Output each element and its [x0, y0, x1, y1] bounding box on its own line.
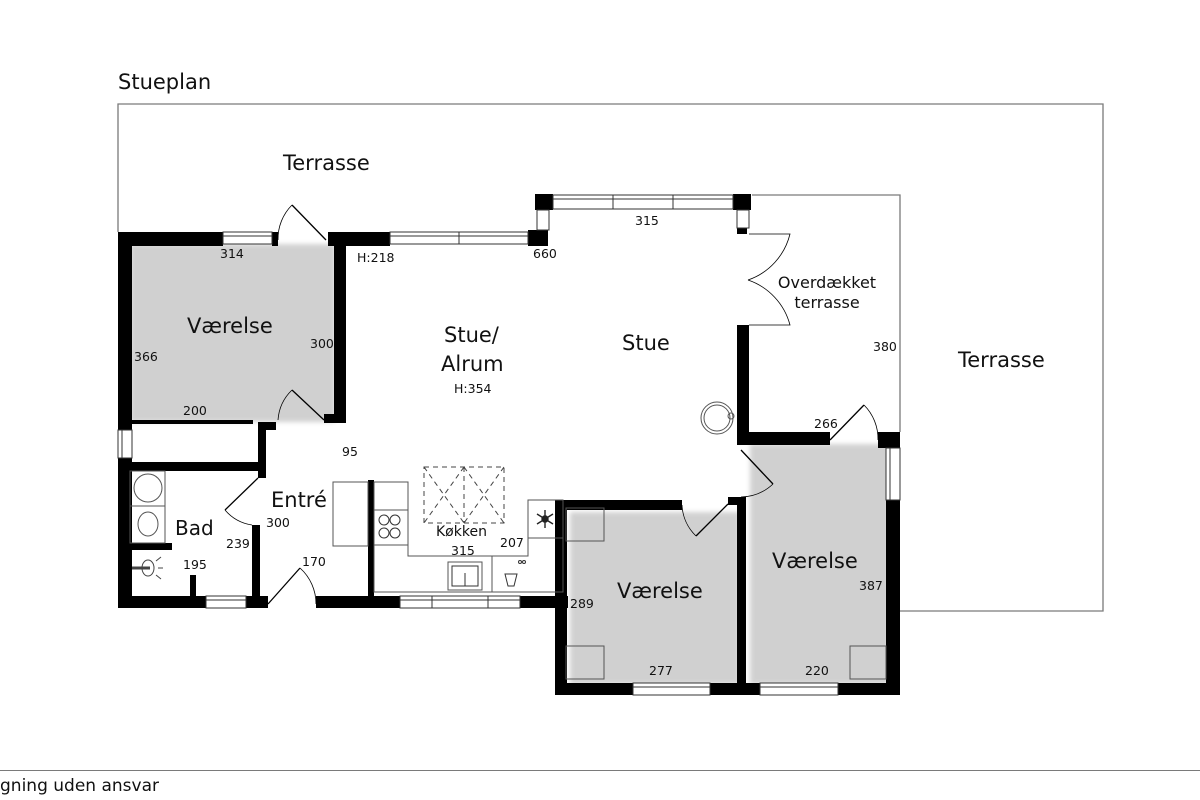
dimension-315-top: 315 [635, 213, 659, 228]
kitchen-fixtures [129, 401, 887, 680]
footer-divider [0, 770, 1200, 771]
ceiling-height-stue-alrum: H:354 [454, 381, 492, 396]
dimension-366: 366 [134, 349, 158, 364]
dimension-170: 170 [302, 554, 326, 569]
room-label-overdaekket-terrasse: Overdækket terrasse [772, 273, 882, 313]
sink-icon [451, 565, 479, 587]
windows [117, 194, 901, 696]
room-label-vaerelse-s: Værelse [617, 579, 703, 603]
room-label-stue: Stue [622, 331, 670, 355]
dimension-380: 380 [873, 339, 897, 354]
room-label-vaerelse-se: Værelse [772, 549, 858, 573]
doors [224, 204, 879, 605]
dimension-660: 660 [533, 246, 557, 261]
room-label-terrasse-right: Terrasse [958, 348, 1045, 372]
dimension-207: 207 [500, 535, 524, 550]
freezer-icon [536, 510, 554, 528]
dimension-200: 200 [183, 403, 207, 418]
room-label-entre: Entré [271, 488, 327, 512]
room-label-terrasse-top: Terrasse [283, 151, 370, 175]
skylight-icon [423, 466, 505, 524]
room-label-overdaekket-line1: Overdækket [777, 273, 877, 292]
room-label-stue-alrum-line1: Stue/ [444, 323, 499, 347]
walls [118, 194, 900, 695]
room-label-stue-alrum-line2: Alrum [441, 352, 504, 376]
dimension-266: 266 [814, 416, 838, 431]
dimension-314: 314 [220, 246, 244, 261]
dishwasher-icon [504, 560, 526, 587]
room-label-overdaekket-line2: terrasse [794, 293, 860, 312]
dimension-387: 387 [859, 578, 883, 593]
stove-icon [378, 514, 401, 539]
dimension-289: 289 [570, 596, 594, 611]
window-height-218: H:218 [357, 250, 395, 265]
dimension-220: 220 [805, 663, 829, 678]
footer-disclaimer: gning uden ansvar [0, 776, 159, 796]
room-label-koekken: Køkken [436, 524, 487, 540]
dimension-300-entre: 300 [266, 515, 290, 530]
shower-icon [132, 556, 163, 580]
dimension-95: 95 [342, 444, 358, 459]
dimension-195: 195 [183, 557, 207, 572]
room-label-bad: Bad [175, 516, 214, 540]
dimension-239: 239 [226, 536, 250, 551]
room-label-vaerelse-nw: Værelse [187, 314, 273, 338]
terrace-outline [117, 103, 1104, 612]
dimension-277: 277 [649, 663, 673, 678]
dimension-315-kitchen: 315 [451, 543, 475, 558]
dimension-300-nw: 300 [310, 336, 334, 351]
plan-title: Stueplan [118, 70, 212, 94]
